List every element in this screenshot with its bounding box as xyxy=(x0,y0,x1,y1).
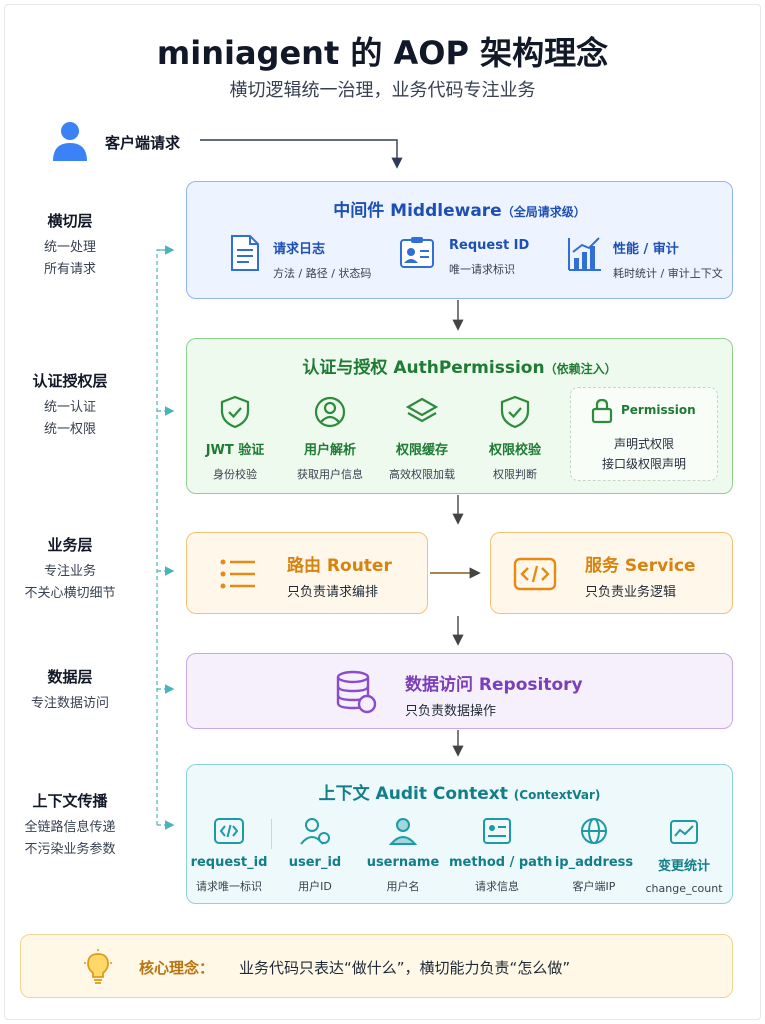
auth-title: 认证与授权 AuthPermission（依赖注入） xyxy=(302,358,617,378)
repository-box: 数据访问 Repository 只负责数据操作 xyxy=(186,653,733,729)
page-subtitle: 横切逻辑统一治理，业务代码专注业务 xyxy=(229,80,536,101)
service-box: 服务 Service 只负责业务逻辑 xyxy=(490,532,733,614)
lane-heading: 数据层 xyxy=(47,668,93,686)
auth-item-user: 用户解析 获取用户信息 xyxy=(285,395,375,482)
lane-context: 上下文传播 全链路信息传递不污染业务参数 xyxy=(0,790,140,861)
code-icon xyxy=(214,818,244,844)
shield-check-icon xyxy=(500,395,530,429)
core-label: 核心理念： xyxy=(139,959,215,977)
lane-desc: 统一处理所有请求 xyxy=(43,240,96,277)
shield-check-icon xyxy=(220,395,250,429)
auth-item-jwt: JWT 验证 身份校验 xyxy=(195,395,275,482)
bar-chart-icon xyxy=(568,237,601,271)
ctx-item-ip-address: ip_address 客户端IP xyxy=(549,817,639,894)
service-sub: 只负责业务逻辑 xyxy=(585,585,677,600)
lane-crosscut: 横切层 统一处理所有请求 xyxy=(0,210,140,281)
id-card-icon xyxy=(400,237,434,268)
router-title: 路由 Router xyxy=(287,556,392,576)
user-group-icon xyxy=(300,818,330,845)
context-title: 上下文 Audit Context (ContextVar) xyxy=(318,784,601,804)
user-icon xyxy=(53,122,87,161)
lane-desc: 专注数据访问 xyxy=(30,696,109,711)
mw-item-performance: 性能 / 审计 耗时统计 / 审计上下文 xyxy=(613,242,723,280)
permission-desc: 声明式权限接口级权限声明 xyxy=(601,437,686,471)
ctx-item-user-id: user_id 用户ID xyxy=(277,817,353,894)
service-title: 服务 Service xyxy=(585,556,696,576)
client-request-label: 客户端请求 xyxy=(105,134,181,152)
lane-auth: 认证授权层 统一认证统一权限 xyxy=(0,370,140,441)
audit-context-box: 上下文 Audit Context (ContextVar) request_i… xyxy=(186,764,733,904)
lock-icon xyxy=(591,398,613,424)
ctx-item-change-count: 变更统计 change_count xyxy=(639,817,729,895)
lane-heading: 上下文传播 xyxy=(32,792,108,810)
auth-item-check: 权限校验 权限判断 xyxy=(470,395,560,482)
lane-desc: 全链路信息传递不污染业务参数 xyxy=(24,820,116,857)
lane-desc: 统一认证统一权限 xyxy=(43,400,96,437)
page-title: miniagent 的 AOP 架构理念 xyxy=(156,34,609,72)
mw-item-request-log: 请求日志 方法 / 路径 / 状态码 xyxy=(273,242,372,280)
repository-sub: 只负责数据操作 xyxy=(405,704,497,719)
permission-title: Permission xyxy=(621,403,696,417)
id-card-icon xyxy=(483,818,511,844)
ctx-item-username: username 用户名 xyxy=(363,817,443,894)
lane-data: 数据层 专注数据访问 xyxy=(0,666,140,715)
chart-box-icon xyxy=(670,820,698,844)
layers-icon xyxy=(405,397,439,423)
database-icon xyxy=(336,670,377,714)
middleware-box: 中间件 Middleware（全局请求级） 请求日志 方法 / 路径 / 状态码… xyxy=(186,181,733,299)
user-circle-icon xyxy=(314,396,346,428)
lane-heading: 认证授权层 xyxy=(32,372,108,390)
user-icon xyxy=(388,818,418,845)
document-icon xyxy=(231,235,259,271)
ctx-item-method-path: method / path 请求信息 xyxy=(449,817,552,894)
core-idea-banner: 核心理念： 业务代码只表达“做什么”，横切能力负责“怎么做” xyxy=(20,934,733,998)
middleware-title: 中间件 Middleware（全局请求级） xyxy=(333,201,586,221)
router-box: 路由 Router 只负责请求编排 xyxy=(186,532,428,614)
list-icon xyxy=(220,559,255,589)
router-sub: 只负责请求编排 xyxy=(287,585,379,600)
ctx-item-request-id: request_id 请求唯一标识 xyxy=(187,817,271,894)
globe-icon xyxy=(581,818,607,844)
lane-heading: 横切层 xyxy=(47,212,93,230)
lane-business: 业务层 专注业务不关心横切细节 xyxy=(0,534,140,605)
core-text: 业务代码只表达“做什么”，横切能力负责“怎么做” xyxy=(239,959,571,977)
auth-item-cache: 权限缓存 高效权限加载 xyxy=(377,395,467,482)
repository-title: 数据访问 Repository xyxy=(405,675,583,695)
lightbulb-icon xyxy=(84,949,112,984)
code-icon xyxy=(513,557,557,591)
mw-item-request-id: Request ID 唯一请求标识 xyxy=(449,238,530,276)
lane-desc: 专注业务不关心横切细节 xyxy=(24,564,116,601)
lane-heading: 业务层 xyxy=(47,536,93,554)
permission-card: Permission 声明式权限接口级权限声明 xyxy=(570,387,718,481)
context-divider xyxy=(271,819,272,849)
